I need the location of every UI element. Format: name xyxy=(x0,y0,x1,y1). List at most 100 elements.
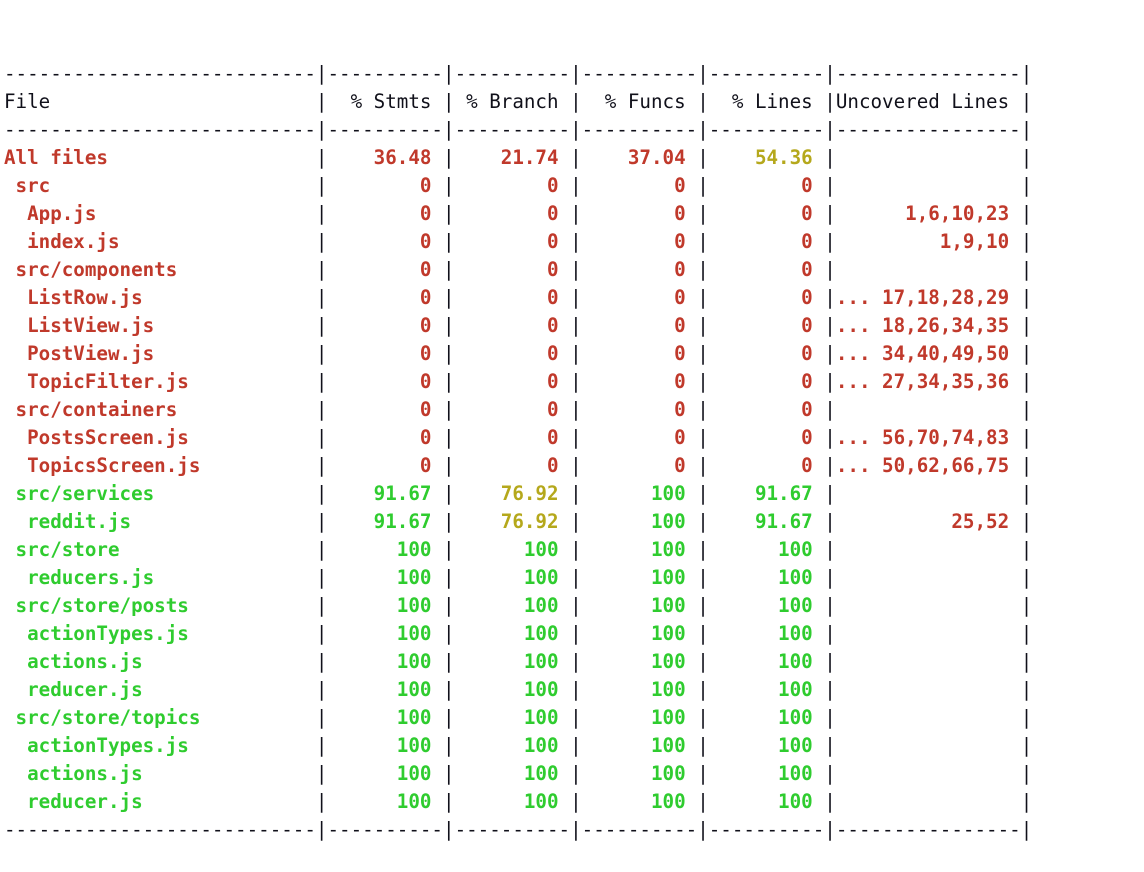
column-header-file: File xyxy=(4,90,316,113)
funcs-pct: 100 xyxy=(581,594,698,617)
coverage-table: ---------------------------|----------|-… xyxy=(4,60,1144,844)
stmts-pct: 100 xyxy=(327,650,443,673)
column-separator: | xyxy=(315,314,328,337)
uncovered-lines xyxy=(836,258,1021,281)
branch-pct: 0 xyxy=(454,342,571,365)
column-separator: | xyxy=(697,174,709,197)
column-separator: | xyxy=(570,314,582,337)
column-separator: | xyxy=(315,762,328,785)
funcs-pct: 100 xyxy=(581,510,698,533)
file-name: src/store/topics xyxy=(4,706,316,729)
column-header-funcs: % Funcs xyxy=(581,90,698,113)
column-separator: | xyxy=(1020,538,1033,561)
table-row: reducer.js | 100 | 100 | 100 | 100 | | xyxy=(4,676,1144,704)
column-separator: | xyxy=(570,622,582,645)
file-name: App.js xyxy=(4,202,316,225)
file-name: src/services xyxy=(4,482,316,505)
column-separator: | xyxy=(824,314,836,337)
funcs-pct: 0 xyxy=(581,454,698,477)
column-separator: | xyxy=(570,258,582,281)
funcs-pct: 0 xyxy=(581,230,698,253)
column-separator: | xyxy=(824,230,836,253)
branch-pct: 100 xyxy=(454,594,571,617)
file-name: PostsScreen.js xyxy=(4,426,316,449)
lines-pct: 0 xyxy=(708,258,825,281)
column-separator: | xyxy=(1020,90,1033,113)
uncovered-lines xyxy=(836,762,1021,785)
funcs-pct: 100 xyxy=(581,650,698,673)
stmts-pct: 0 xyxy=(327,342,443,365)
column-separator: | xyxy=(443,734,455,757)
horizontal-rule-segment: ---------- xyxy=(327,818,443,841)
column-separator: | xyxy=(315,650,328,673)
branch-pct: 0 xyxy=(454,174,571,197)
column-separator: | xyxy=(315,370,328,393)
column-separator: | xyxy=(1020,398,1033,421)
table-row: TopicFilter.js | 0 | 0 | 0 | 0 |... 27,3… xyxy=(4,368,1144,396)
funcs-pct: 0 xyxy=(581,398,698,421)
column-separator: | xyxy=(697,202,709,225)
column-separator: | xyxy=(1020,146,1033,169)
file-name: All files xyxy=(4,146,316,169)
file-name: src/store xyxy=(4,538,316,561)
branch-pct: 100 xyxy=(454,622,571,645)
horizontal-rule-segment: ---------- xyxy=(454,118,571,141)
lines-pct: 100 xyxy=(708,790,825,813)
column-separator: | xyxy=(570,118,582,141)
uncovered-lines: ... 17,18,28,29 xyxy=(835,286,1021,309)
funcs-pct: 100 xyxy=(581,482,698,505)
column-separator: | xyxy=(570,538,582,561)
column-separator: | xyxy=(570,146,582,169)
lines-pct: 100 xyxy=(708,762,825,785)
lines-pct: 0 xyxy=(708,174,825,197)
column-separator: | xyxy=(824,482,836,505)
stmts-pct: 100 xyxy=(327,594,443,617)
column-separator: | xyxy=(1020,230,1033,253)
table-rule: ---------------------------|----------|-… xyxy=(4,60,1144,88)
table-row: ListRow.js | 0 | 0 | 0 | 0 |... 17,18,28… xyxy=(4,284,1144,312)
column-separator: | xyxy=(443,678,455,701)
column-separator: | xyxy=(697,258,709,281)
column-separator: | xyxy=(443,146,455,169)
file-name: src/components xyxy=(4,258,316,281)
horizontal-rule-segment: ---------- xyxy=(454,62,571,85)
lines-pct: 100 xyxy=(708,594,825,617)
branch-pct: 100 xyxy=(454,678,571,701)
uncovered-lines: ... 34,40,49,50 xyxy=(835,342,1021,365)
column-separator: | xyxy=(697,594,709,617)
table-rule: ---------------------------|----------|-… xyxy=(4,116,1144,144)
branch-pct: 100 xyxy=(454,762,571,785)
column-separator: | xyxy=(315,118,328,141)
column-separator: | xyxy=(443,286,455,309)
horizontal-rule-segment: --------------------------- xyxy=(4,62,316,85)
horizontal-rule-segment: ---------- xyxy=(708,818,825,841)
funcs-pct: 100 xyxy=(581,790,698,813)
uncovered-lines: ... 56,70,74,83 xyxy=(835,426,1021,449)
lines-pct: 0 xyxy=(708,454,825,477)
table-row: src/store | 100 | 100 | 100 | 100 | | xyxy=(4,536,1144,564)
column-separator: | xyxy=(315,286,328,309)
branch-pct: 0 xyxy=(454,314,571,337)
uncovered-lines xyxy=(836,706,1021,729)
branch-pct: 0 xyxy=(454,426,571,449)
branch-pct: 100 xyxy=(454,790,571,813)
column-separator: | xyxy=(315,818,328,841)
column-separator: | xyxy=(443,594,455,617)
column-separator: | xyxy=(1020,370,1033,393)
column-separator: | xyxy=(570,818,582,841)
uncovered-lines xyxy=(836,622,1021,645)
lines-pct: 100 xyxy=(708,734,825,757)
file-name: ListView.js xyxy=(4,314,316,337)
column-separator: | xyxy=(570,678,582,701)
column-separator: | xyxy=(315,734,328,757)
file-name: reducer.js xyxy=(4,678,316,701)
column-separator: | xyxy=(315,510,328,533)
column-separator: | xyxy=(315,622,328,645)
horizontal-rule-segment: --------------------------- xyxy=(4,118,316,141)
horizontal-rule-segment: ---------- xyxy=(708,62,825,85)
uncovered-lines xyxy=(836,174,1021,197)
branch-pct: 100 xyxy=(454,566,571,589)
column-separator: | xyxy=(1020,762,1033,785)
stmts-pct: 100 xyxy=(327,566,443,589)
lines-pct: 54.36 xyxy=(708,146,825,169)
